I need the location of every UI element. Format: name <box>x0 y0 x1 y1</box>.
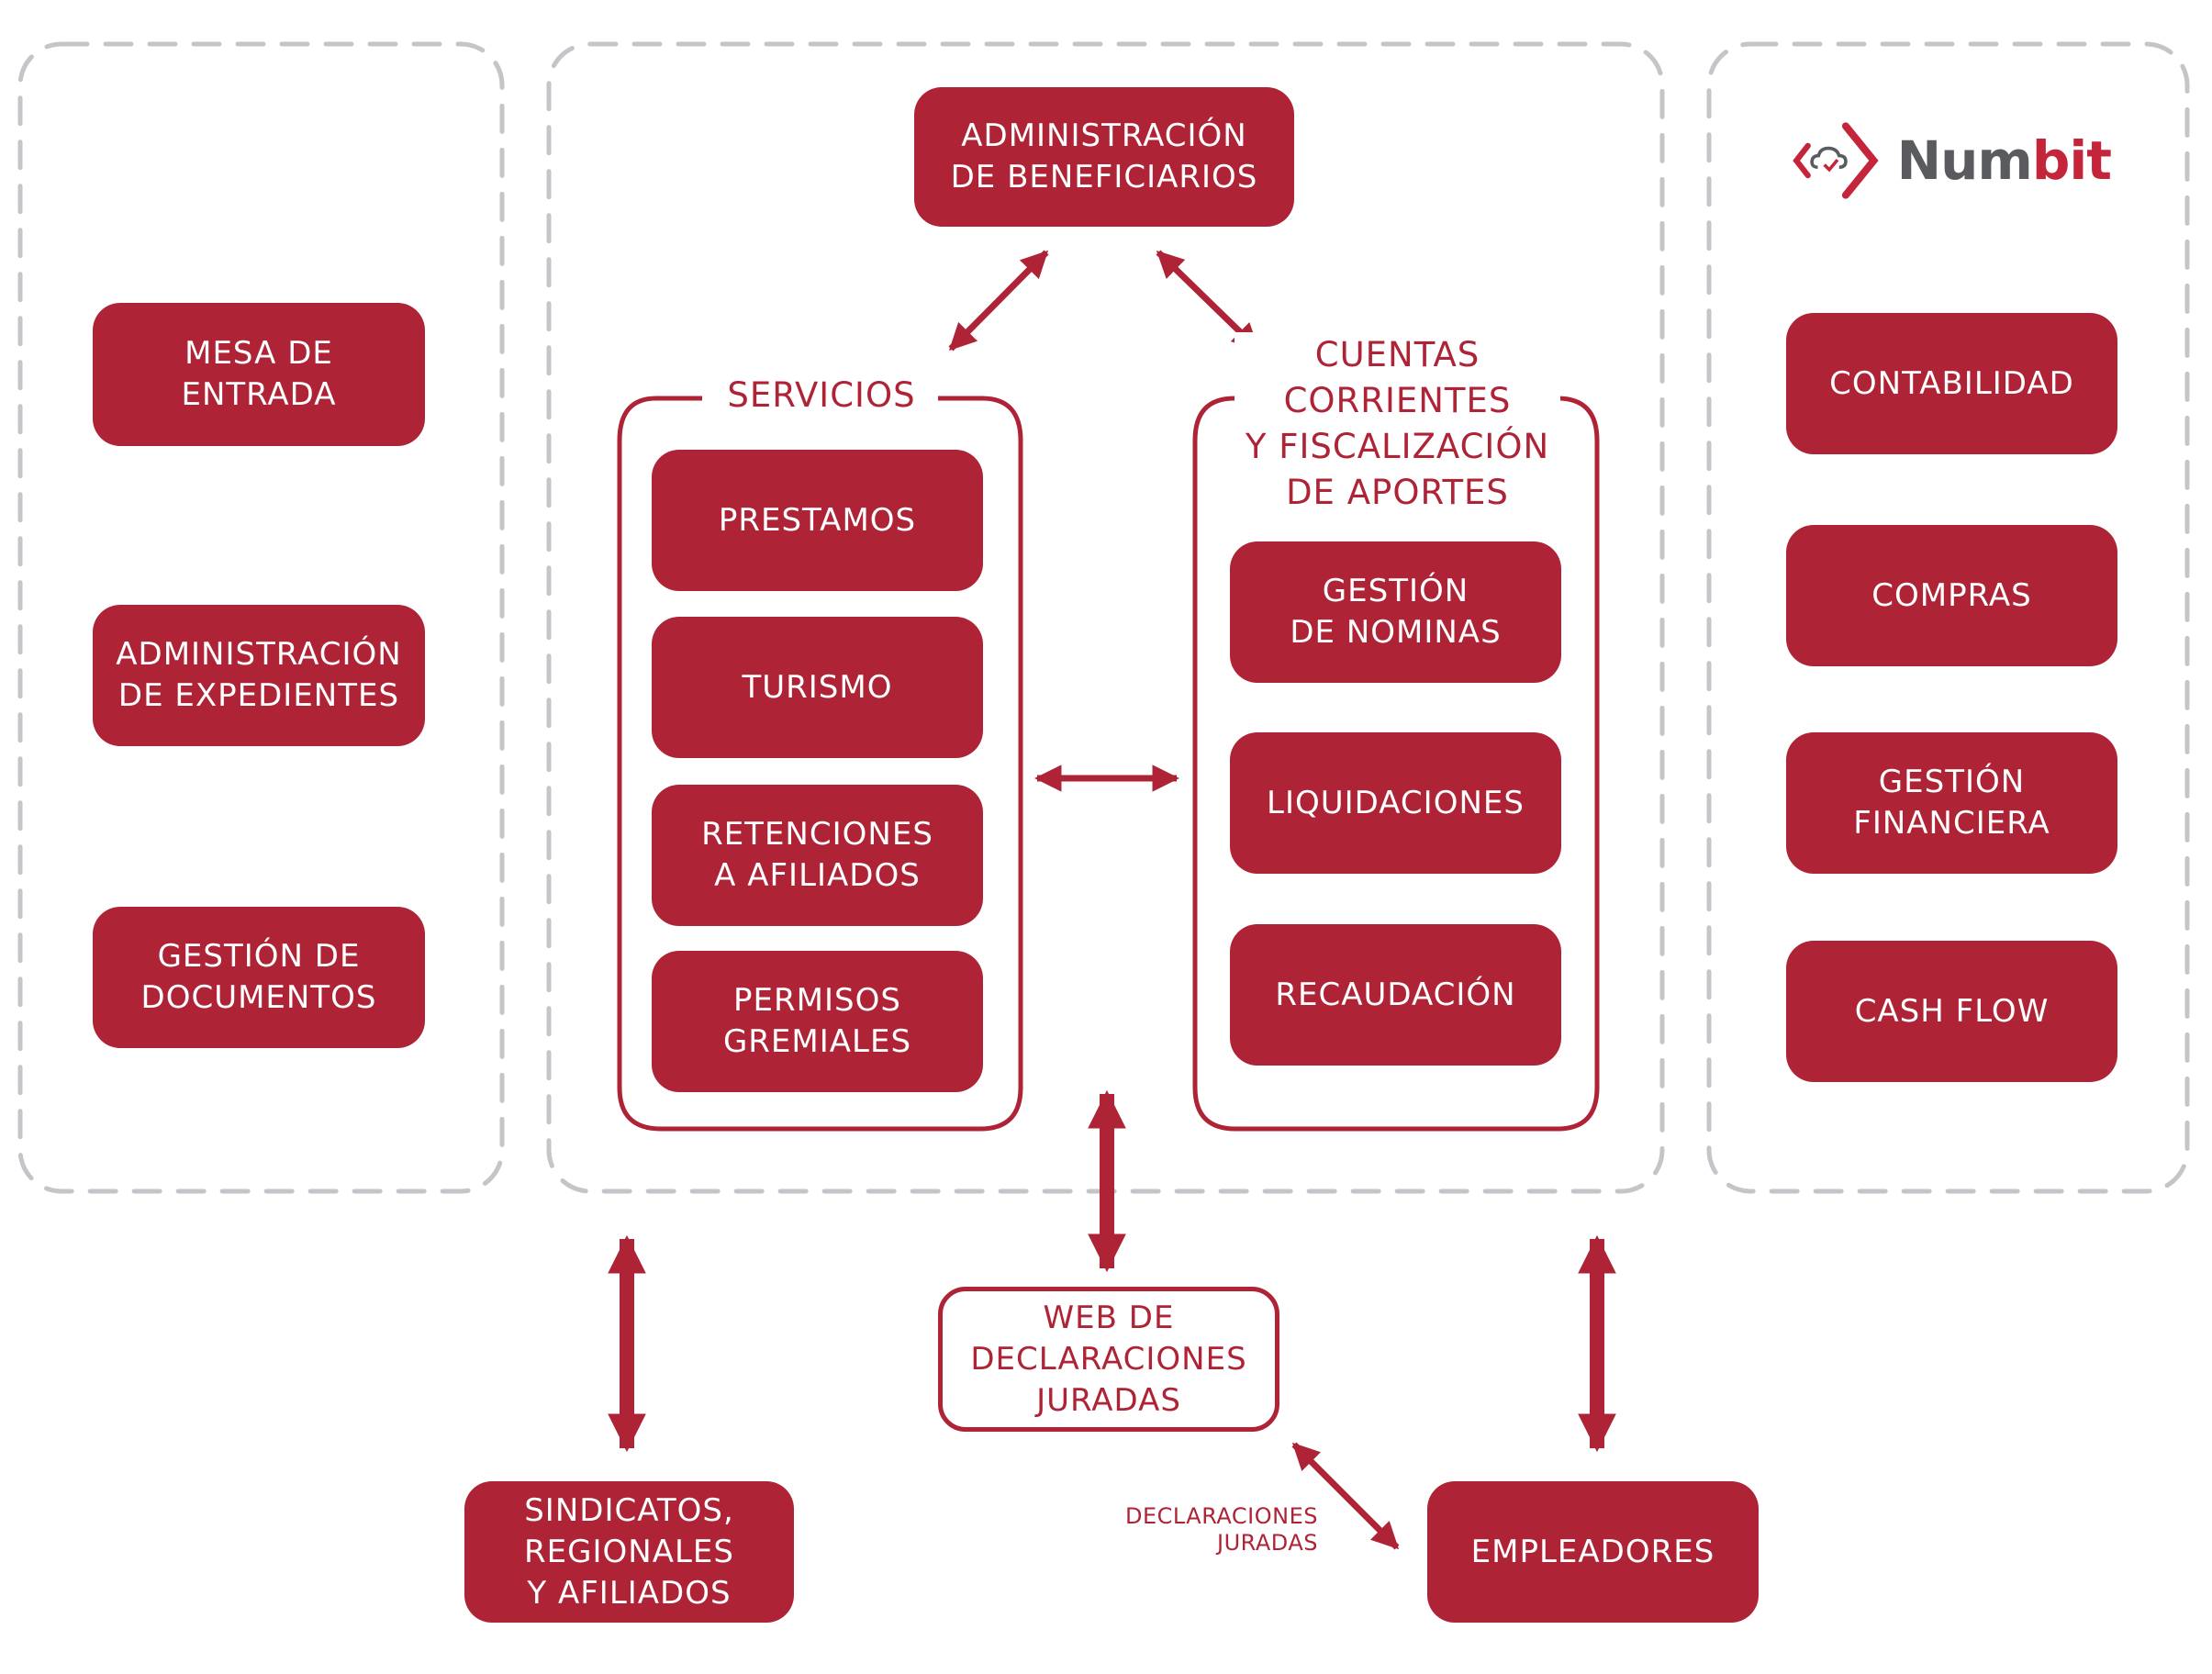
arrow-web-empleadores <box>1291 1442 1400 1550</box>
servicios-group-outline <box>617 396 1023 1132</box>
prestamos-box[interactable]: PRESTAMOS <box>652 450 983 591</box>
arrow-beneficiarios-servicios <box>948 250 1049 352</box>
sindicatos-box[interactable]: SINDICATOS, REGIONALES Y AFILIADOS <box>464 1481 794 1623</box>
cuentas-group-outline <box>1192 396 1600 1132</box>
left-dashed-panel <box>17 41 505 1194</box>
recaudacion-box[interactable]: RECAUDACIÓN <box>1230 924 1561 1066</box>
numbit-logo: Numbit <box>1790 110 2112 211</box>
turismo-box[interactable]: TURISMO <box>652 617 983 758</box>
gestion-nominas-box[interactable]: GESTIÓN DE NOMINAS <box>1230 541 1561 683</box>
compras-box[interactable]: COMPRAS <box>1786 525 2117 666</box>
retenciones-afiliados-box[interactable]: RETENCIONES A AFILIADOS <box>652 785 983 926</box>
gestion-financiera-box[interactable]: GESTIÓN FINANCIERA <box>1786 732 2117 874</box>
permisos-gremiales-box[interactable]: PERMISOS GREMIALES <box>652 951 983 1092</box>
administracion-beneficiarios-box[interactable]: ADMINISTRACIÓN DE BENEFICIARIOS <box>914 87 1294 227</box>
cash-flow-box[interactable]: CASH FLOW <box>1786 941 2117 1082</box>
right-dashed-panel <box>1706 41 2190 1194</box>
cuentas-title: CUENTAS CORRIENTES Y FISCALIZACIÓN DE AP… <box>1234 332 1560 516</box>
contabilidad-box[interactable]: CONTABILIDAD <box>1786 313 2117 454</box>
administracion-expedientes-box[interactable]: ADMINISTRACIÓN DE EXPEDIENTES <box>93 605 425 746</box>
declaraciones-juradas-arrow-label: DECLARACIONES JURADAS <box>1124 1503 1318 1556</box>
gestion-documentos-box[interactable]: GESTIÓN DE DOCUMENTOS <box>93 907 425 1048</box>
logo-wordmark: Numbit <box>1896 129 2112 192</box>
servicios-title: SERVICIOS <box>707 373 936 418</box>
empleadores-box[interactable]: EMPLEADORES <box>1427 1481 1759 1623</box>
web-declaraciones-juradas-box[interactable]: WEB DE DECLARACIONES JURADAS <box>938 1287 1279 1432</box>
mesa-de-entrada-box[interactable]: MESA DE ENTRADA <box>93 303 425 446</box>
liquidaciones-box[interactable]: LIQUIDACIONES <box>1230 732 1561 874</box>
cloud-check-brackets-icon <box>1793 122 1879 199</box>
